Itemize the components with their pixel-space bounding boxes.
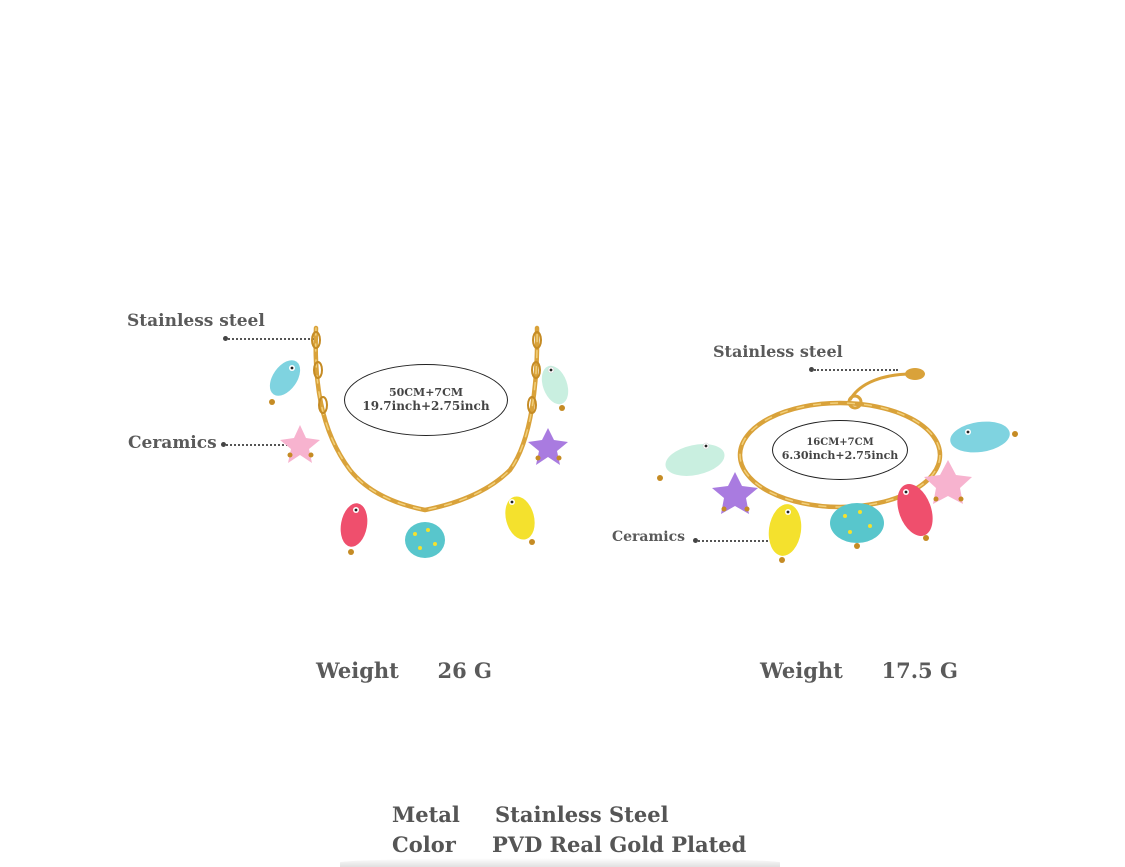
necklace-ceramics-pointer-dot xyxy=(221,442,226,447)
bracelet-weight-value: 17.5 G xyxy=(881,658,958,683)
bracelet-charm-fish-yellow xyxy=(768,504,802,563)
extender-tag xyxy=(905,368,925,380)
necklace-weight-label: Weight xyxy=(316,658,399,683)
metal-spec-value: Stainless Steel xyxy=(495,802,669,827)
charm-fish-teal xyxy=(405,522,445,558)
charm-fish-blue xyxy=(269,360,301,405)
bracelet-weight: Weight 17.5 G xyxy=(760,658,958,683)
bracelet-charm-starfish-pink xyxy=(924,460,972,504)
bracelet-ceramics-pointer-line xyxy=(698,540,776,542)
bracelet-image xyxy=(657,368,1018,563)
bracelet-steel-pointer-line xyxy=(814,369,898,371)
charm-starfish-purple xyxy=(528,428,568,465)
necklace-weight: Weight 26 G xyxy=(316,658,492,683)
bracelet-charm-fish-mint xyxy=(657,442,725,481)
bottom-shadow xyxy=(340,858,780,867)
bracelet-charm-fish-red xyxy=(897,484,933,541)
bracelet-ceramics-label: Ceramics xyxy=(612,529,686,545)
necklace-ceramics-label: Ceramics xyxy=(128,433,217,453)
metal-spec-label: Metal xyxy=(392,802,460,827)
necklace-size-line2: 19.7inch+2.75inch xyxy=(362,399,490,414)
color-spec-value: PVD Real Gold Plated xyxy=(492,832,747,857)
color-spec-label: Color xyxy=(392,832,456,857)
bracelet-ceramics-pointer-dot xyxy=(693,538,698,543)
charm-fish-red xyxy=(340,503,368,555)
bracelet-weight-label: Weight xyxy=(760,658,843,683)
bracelet-steel-pointer-dot xyxy=(809,367,814,372)
necklace-steel-pointer-line xyxy=(228,338,318,340)
bracelet-charm-fish-blue xyxy=(950,421,1018,453)
necklace-steel-pointer-dot xyxy=(223,336,228,341)
charm-fish-mint xyxy=(541,365,569,411)
charm-fish-yellow xyxy=(505,496,535,545)
bracelet-steel-label: Stainless steel xyxy=(713,342,843,361)
necklace-size-line1: 50CM+7CM xyxy=(388,385,464,399)
necklace-ceramics-pointer-line xyxy=(226,444,304,446)
bracelet-size-oval: 16CM+7CM 6.30inch+2.75inch xyxy=(772,420,908,480)
necklace-weight-value: 26 G xyxy=(437,658,492,683)
bracelet-size-line1: 16CM+7CM xyxy=(806,436,874,448)
bracelet-charm-starfish-purple xyxy=(712,472,758,514)
bracelet-size-line2: 6.30inch+2.75inch xyxy=(781,449,899,463)
charm-starfish-pink xyxy=(280,425,320,463)
bracelet-charm-fish-teal xyxy=(830,503,884,549)
necklace-image xyxy=(269,325,569,558)
necklace-size-oval: 50CM+7CM 19.7inch+2.75inch xyxy=(344,364,508,436)
necklace-steel-label: Stainless steel xyxy=(127,311,265,331)
